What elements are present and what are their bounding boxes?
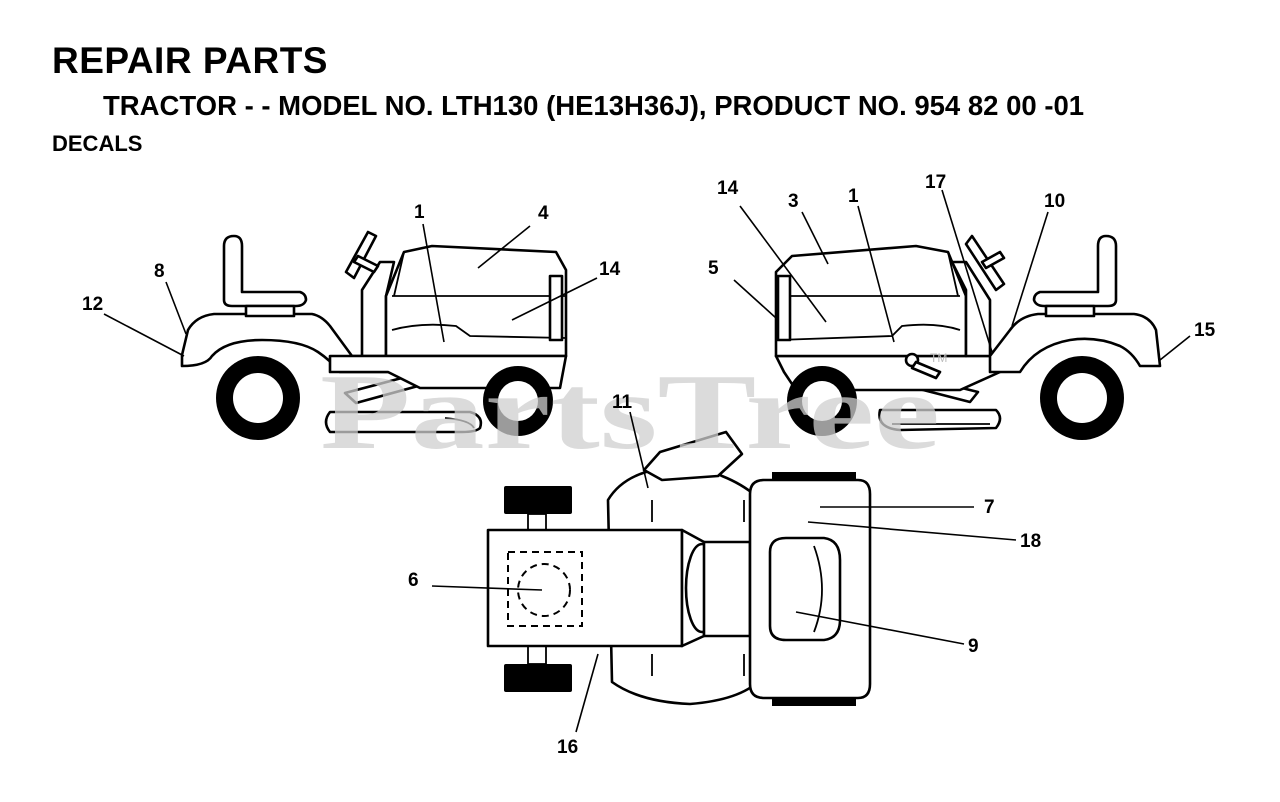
- callout-16: 16: [557, 737, 578, 758]
- callout-17: 17: [925, 172, 946, 193]
- callout-6: 6: [408, 570, 419, 591]
- tractor-left-side-view: [180, 230, 568, 440]
- callout-9: 9: [968, 636, 979, 657]
- callout-18: 18: [1020, 531, 1041, 552]
- callout-4: 4: [538, 203, 549, 224]
- callout-8: 8: [154, 261, 165, 282]
- tractor-top-view: [486, 430, 872, 706]
- callout-3: 3: [788, 191, 799, 212]
- page-title: REPAIR PARTS: [52, 40, 328, 81]
- callout-14-right: 14: [717, 178, 739, 199]
- leader-lines: [103, 189, 1191, 733]
- callout-numbers: 1 4 14 8 12 14 3 1 17 10 5 15 11 7 18 6 …: [82, 172, 1216, 758]
- callout-12: 12: [82, 294, 103, 315]
- model-subtitle: TRACTOR - - MODEL NO. LTH130 (HE13H36J),…: [103, 90, 1085, 121]
- callout-11: 11: [612, 392, 633, 413]
- section-label: DECALS: [52, 131, 143, 156]
- callout-14-left: 14: [599, 259, 621, 280]
- trademark-mark: TM: [930, 351, 947, 365]
- tractor-right-side-view: [774, 234, 1162, 440]
- callout-10: 10: [1044, 191, 1065, 212]
- callout-1-right: 1: [848, 186, 859, 207]
- callout-15: 15: [1194, 320, 1216, 341]
- callout-7: 7: [984, 497, 995, 518]
- callout-5: 5: [708, 258, 719, 279]
- callout-1-left: 1: [414, 202, 425, 223]
